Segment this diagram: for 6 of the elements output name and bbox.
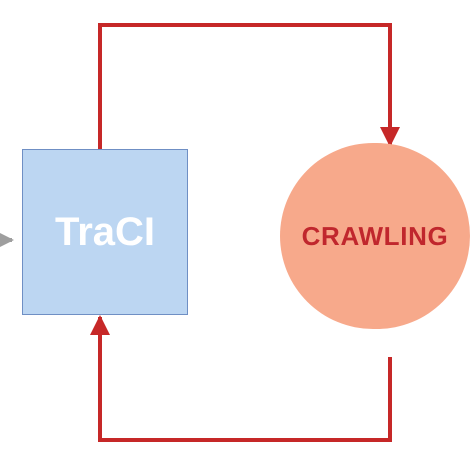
arrow — [98, 23, 400, 149]
node-label: TraCI — [54, 209, 156, 256]
node-label: CRAWLING — [302, 220, 448, 252]
process-box — [22, 149, 188, 315]
arrow — [90, 315, 392, 442]
arrow — [0, 230, 14, 250]
